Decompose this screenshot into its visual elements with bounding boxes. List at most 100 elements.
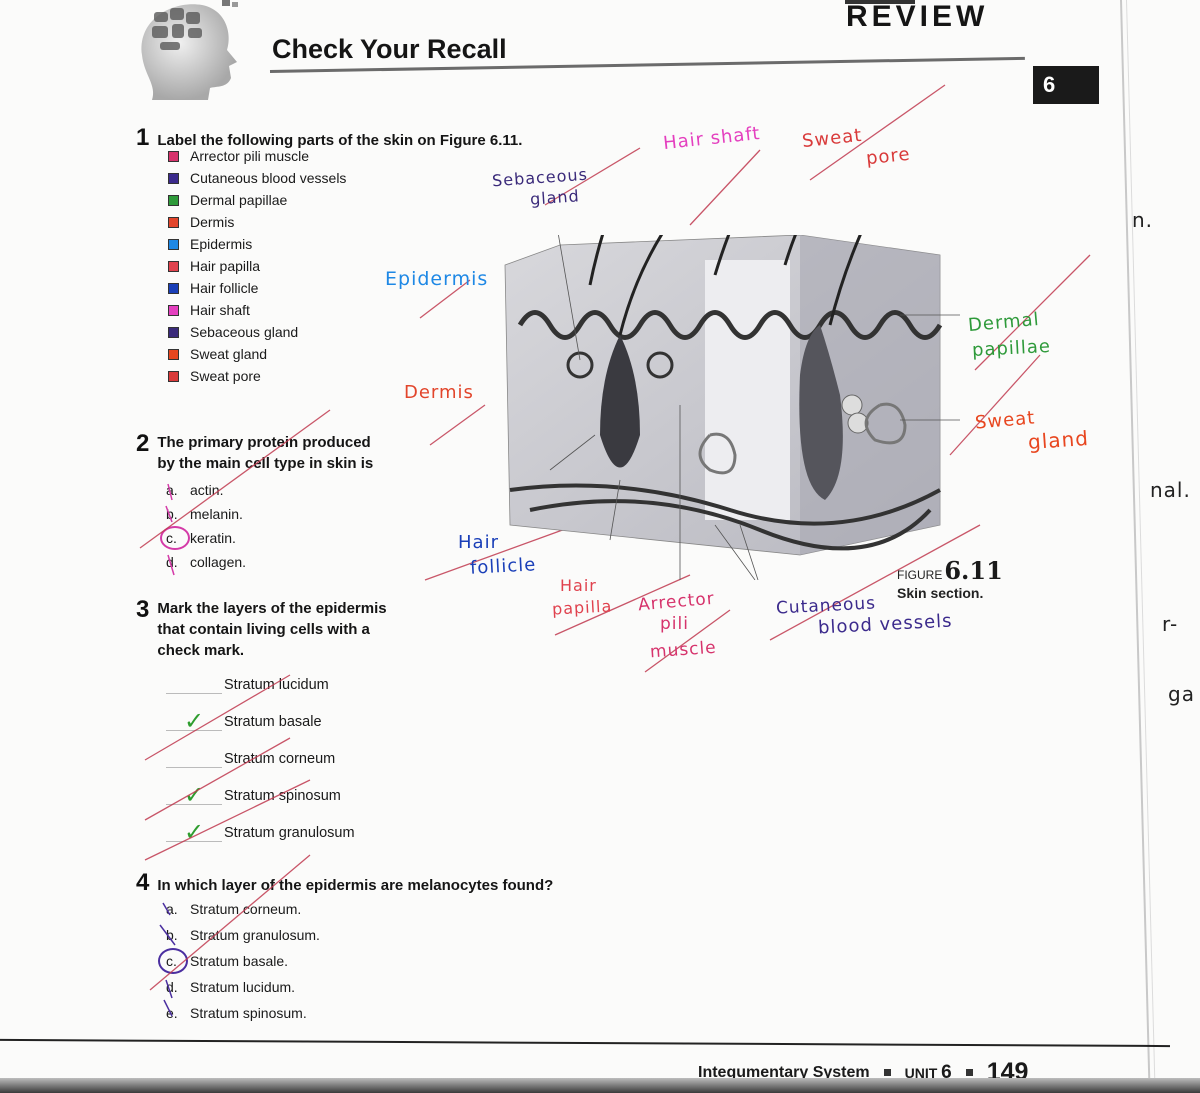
separator-icon: [965, 1069, 973, 1076]
chapter-title: Integumentary System: [698, 1063, 870, 1081]
item-label: Sebaceous gland: [190, 324, 299, 340]
layer-item[interactable]: Stratum lucidum: [166, 666, 355, 703]
section-heading: REVIEW: [846, 0, 989, 33]
checkbox-blank[interactable]: [166, 676, 222, 694]
color-key-icon: [168, 370, 179, 382]
answer-options: a.actin. b.melanin. c.keratin. d.collage…: [160, 478, 246, 574]
figure-description: Skin section.: [897, 585, 984, 601]
item-label: Hair papilla: [190, 258, 261, 274]
figure-number: 6.11: [944, 556, 1003, 585]
color-key-icon: [168, 216, 179, 228]
item-label: Cutaneous blood vessels: [190, 170, 347, 186]
color-key-icon: [168, 326, 179, 338]
figure-caption: FIGURE 6.11 Skin section.: [897, 556, 1003, 601]
color-key-icon: [168, 172, 179, 184]
separator-icon: [883, 1069, 891, 1076]
handwritten-label-arrector-pili: pili: [660, 614, 689, 634]
handwritten-label-epidermis: Epidermis: [385, 268, 489, 290]
item-label: Dermal papillae: [190, 192, 288, 208]
margin-note: n.: [1132, 208, 1154, 232]
question-2: 2 The primary protein produced by the ma…: [136, 430, 373, 474]
handwritten-label-dermal-papillae: papillae: [971, 335, 1052, 362]
question-number: 3: [136, 596, 150, 623]
layer-label: Stratum lucidum: [224, 676, 329, 693]
answer-option-c[interactable]: c.keratin.: [160, 526, 246, 550]
layer-item[interactable]: ✓ Stratum spinosum: [166, 777, 355, 814]
option-text: melanin.: [190, 506, 243, 522]
brain-puzzle-head-icon: [132, 0, 242, 100]
color-key-icon: [168, 282, 179, 294]
list-item: Hair papilla: [168, 255, 346, 277]
handwritten-label-hair-follicle: Hair: [458, 532, 499, 553]
layer-label: Stratum spinosum: [224, 787, 341, 804]
question-prompt: check mark.: [157, 642, 245, 659]
figure-label: FIGURE: [897, 568, 943, 582]
option-letter: d.: [166, 554, 178, 570]
question-prompt: Label the following parts of the skin on…: [157, 132, 523, 149]
handwritten-label-sweat-gland: gland: [1027, 425, 1090, 455]
question-prompt: In which layer of the epidermis are mela…: [157, 877, 554, 894]
checkbox-blank[interactable]: ✓: [166, 782, 222, 809]
option-letter: b.: [166, 506, 178, 522]
answer-circle-mark: [160, 526, 190, 550]
item-label: Hair shaft: [190, 302, 250, 318]
question-prompt: Mark the layers of the epidermis: [157, 600, 387, 617]
margin-note: r-: [1162, 612, 1179, 636]
page-title: Check Your Recall: [272, 34, 507, 64]
layer-item[interactable]: Stratum corneum: [166, 740, 355, 777]
margin-note: nal.: [1150, 478, 1191, 502]
layer-label: Stratum corneum: [224, 750, 336, 767]
color-key-icon: [168, 348, 179, 360]
unit-text: UNIT: [904, 1064, 938, 1081]
question-prompt: that contain living cells with a: [157, 621, 370, 638]
handwritten-label-dermis: Dermis: [404, 382, 474, 403]
chapter-badge: 6: [1033, 66, 1099, 104]
list-item: Sweat gland: [168, 343, 346, 365]
option-text: Stratum granulosum.: [190, 927, 320, 943]
label-checklist: Arrector pili muscle Cutaneous blood ves…: [168, 145, 346, 387]
list-item: Arrector pili muscle: [168, 145, 346, 167]
layer-checklist: Stratum lucidum ✓ Stratum basale Stratum …: [166, 666, 355, 851]
layer-label: Stratum basale: [224, 713, 322, 730]
question-3: 3 Mark the layers of the epidermis that …: [136, 596, 387, 661]
book-spine-shadow: [0, 1078, 1200, 1093]
list-item: Sebaceous gland: [168, 321, 346, 343]
question-1: 1 Label the following parts of the skin …: [136, 124, 522, 152]
unit-label: UNIT 6: [905, 1062, 952, 1084]
item-label: Hair follicle: [190, 280, 259, 296]
list-item: Hair shaft: [168, 299, 346, 321]
item-label: Sweat pore: [190, 368, 261, 384]
answer-option-e[interactable]: e. Stratum spinosum.: [166, 1000, 320, 1026]
question-number: 1: [136, 124, 150, 151]
answer-option-b[interactable]: b. melanin.: [166, 502, 246, 526]
option-text: collagen.: [190, 554, 247, 570]
list-item: Dermis: [168, 211, 346, 233]
unit-number: 6: [941, 1061, 952, 1083]
layer-label: Stratum granulosum: [224, 824, 355, 841]
item-label: Arrector pili muscle: [190, 148, 310, 164]
checkmark-icon: ✓: [184, 781, 205, 809]
question-prompt: The primary protein produced: [157, 434, 371, 451]
question-number: 2: [136, 430, 150, 457]
option-letter: a.: [166, 901, 178, 917]
option-letter: e.: [166, 1005, 178, 1021]
skin-section-figure: [482, 164, 970, 581]
answer-circle-mark: [158, 948, 188, 974]
list-item: Cutaneous blood vessels: [168, 167, 346, 189]
chapter-number: 6: [1043, 72, 1056, 97]
option-text: Stratum spinosum.: [190, 1005, 307, 1021]
list-item: Hair follicle: [168, 277, 346, 299]
answer-options: a.Stratum corneum. b.Stratum granulosum.…: [158, 896, 320, 1026]
handwritten-label-hair-papilla: papilla: [551, 596, 613, 619]
answer-option-c[interactable]: c.Stratum basale.: [158, 948, 320, 974]
list-item: Dermal papillae: [168, 189, 346, 211]
answer-option-d[interactable]: d. collagen.: [166, 550, 246, 574]
color-key-icon: [168, 260, 179, 272]
answer-option-b[interactable]: b.Stratum granulosum.: [166, 922, 320, 948]
answer-option-d[interactable]: d.Stratum lucidum.: [166, 974, 320, 1000]
color-key-icon: [168, 238, 179, 250]
checkbox-blank[interactable]: [166, 750, 222, 768]
option-text: keratin.: [190, 530, 236, 546]
review-tab-bar: [845, 0, 915, 4]
